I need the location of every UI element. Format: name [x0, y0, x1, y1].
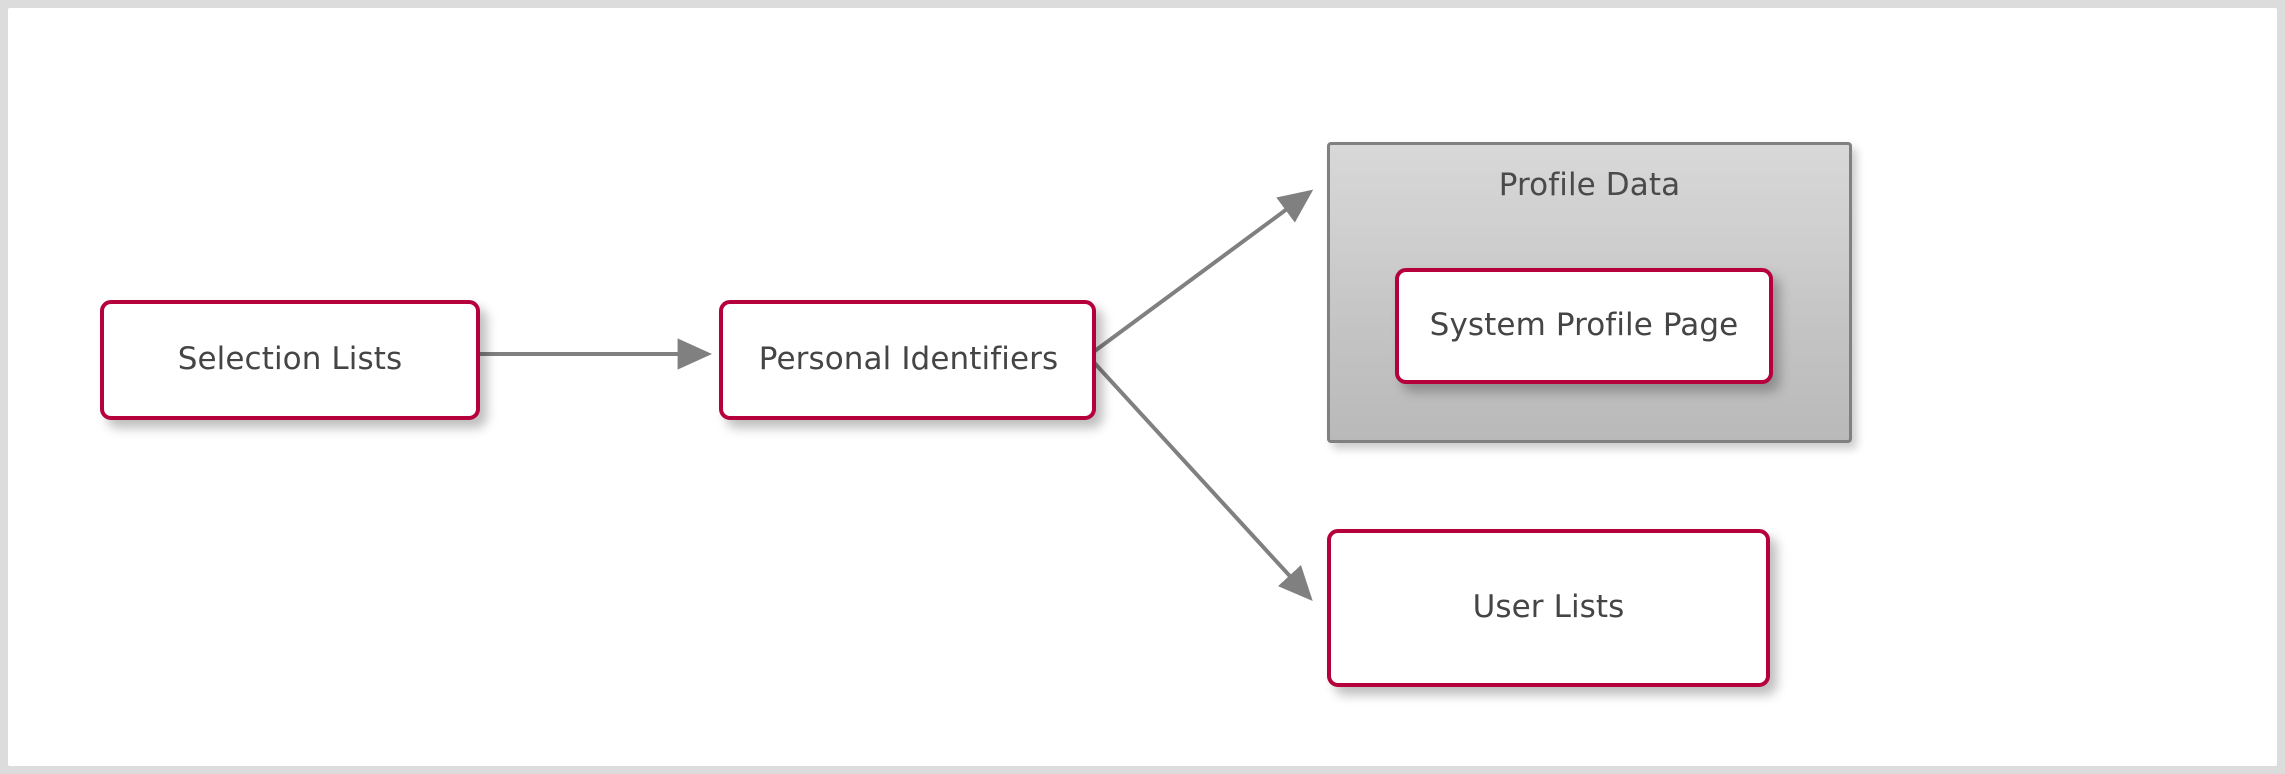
node-selection-lists[interactable]: Selection Lists: [100, 300, 480, 420]
edge-personal-identifiers-to-profile-data: [1086, 189, 1314, 358]
node-personal-identifiers[interactable]: Personal Identifiers: [719, 300, 1096, 420]
node-user-lists[interactable]: User Lists: [1327, 529, 1770, 687]
node-selection-lists-label: Selection Lists: [177, 341, 403, 378]
group-profile-data[interactable]: Profile Data System Profile Page: [1327, 142, 1852, 443]
node-user-lists-label: User Lists: [1472, 589, 1625, 626]
edge-personal-identifiers-to-user-lists: [1086, 354, 1313, 601]
node-system-profile-page-label: System Profile Page: [1429, 307, 1739, 344]
node-personal-identifiers-label: Personal Identifiers: [758, 341, 1059, 378]
node-system-profile-page[interactable]: System Profile Page: [1395, 268, 1773, 384]
group-profile-data-title: Profile Data: [1498, 167, 1681, 203]
diagram-canvas: Selection Lists Personal Identifiers Pro…: [8, 8, 2277, 766]
